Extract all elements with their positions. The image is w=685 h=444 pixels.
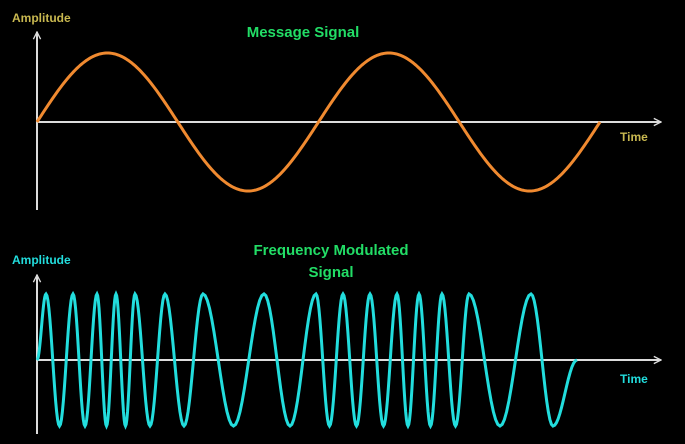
fm-title-line1: Frequency Modulated [253, 242, 408, 259]
fm-x-axis-label: Time [620, 372, 648, 386]
fm-panel: Amplitude Time Frequency Modulated Signa… [12, 242, 661, 434]
message-panel: Amplitude Time Message Signal [12, 11, 661, 210]
fm-wave [35, 290, 578, 430]
fm-title-line2: Signal [308, 264, 353, 281]
message-x-axis-label: Time [620, 130, 648, 144]
message-y-axis-label: Amplitude [12, 11, 71, 25]
message-title: Message Signal [247, 24, 360, 41]
fm-y-axis-label: Amplitude [12, 253, 71, 267]
message-wave [35, 51, 602, 193]
